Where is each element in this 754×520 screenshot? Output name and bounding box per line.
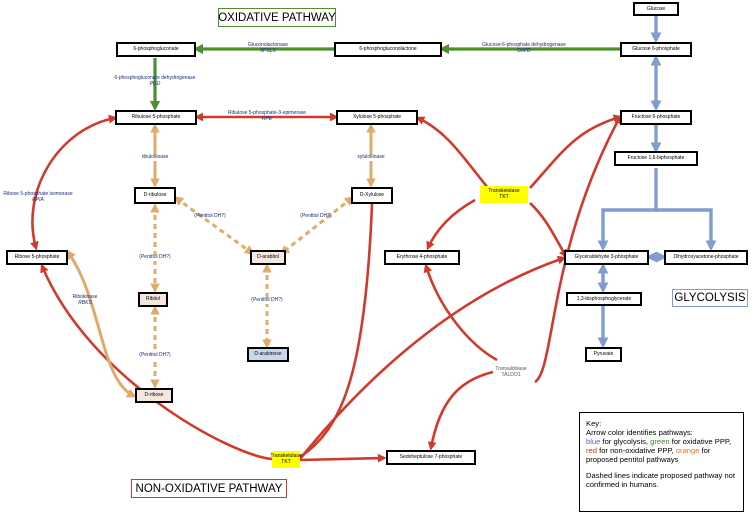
node-xylulose-5-phosphate: Xylulose 5-phosphate — [336, 110, 418, 125]
node-dihydroxyacetone-phosphate: Dihydroxyacetone-phosphate — [664, 250, 748, 265]
node-ribulose-5-phosphate: Ribulose 5-phosphate — [115, 110, 197, 125]
node-fructose-1-6-biphosphate: Fructose 1,6-biphosphate — [614, 151, 698, 166]
node-6-phosphogluconate: 6-phosphogluconate — [116, 42, 196, 57]
node-glucose: Glucose — [633, 2, 679, 16]
node-sedoheptulose-7-phosphate: Sedoheptulose 7-phosphate — [386, 450, 476, 465]
node-1-3-bisphosphoglycerate: 1,3-bisphosphoglycerate — [566, 292, 642, 306]
node-glucose-6-phosphate: Glucose 6-phosphate — [620, 42, 692, 57]
node-ribitol: Ribitol — [138, 292, 168, 307]
key-text: Key:Arrow color identifies pathways:blue… — [586, 419, 732, 465]
node-6-phosphogluconolactone: 6-phosphogluconolactone — [334, 42, 442, 57]
enzyme-pentitol-dh-ribulose-arabitol: (Pentitol DH?) — [194, 213, 226, 219]
glycolysis-arrows — [597, 16, 717, 349]
enzyme-pentitol-dh-ribulose-ribitol: (Pentitol DH?) — [139, 254, 171, 261]
enzyme-pentitol-dh-ribitol-ribose: (Pentitol DH?) — [139, 352, 171, 359]
node-ribose-5-phosphate: Ribose 5-phosphate — [6, 250, 68, 265]
glycolysis-title: GLYCOLYSIS — [672, 289, 748, 307]
node-d-ribulose: D-ribulose — [134, 187, 176, 204]
node-d-arabitol: D-arabitol — [250, 250, 286, 265]
node-d-xylulose: D-Xylulose — [351, 187, 393, 204]
enzyme-xylulokinase: xylulokinase — [357, 154, 385, 161]
node-erythrose-4-phosphate: Erythrose 4-phosphate — [384, 250, 460, 265]
non-oxidative-arrows — [30, 112, 623, 463]
node-d-arabinose: D-arabinose — [247, 347, 289, 362]
enzyme-ribulokinase: ribulokinase — [141, 154, 169, 161]
non-oxidative-pathway-title: NON-OXIDATIVE PATHWAY — [131, 479, 287, 498]
node-pyruvate: Pyruvate — [585, 347, 622, 362]
key-note: Dashed lines indicate proposed pathway n… — [586, 470, 736, 489]
oxidative-arrows — [149, 43, 620, 112]
enzyme-pentitol-dh-arabitol-arabinose: (Pentitol DH?) — [251, 297, 283, 304]
pentitol-arrows — [66, 123, 376, 398]
node-d-ribose: D-ribose — [135, 388, 173, 403]
node-fructose-6-phosphate: Fructose 6-phosphate — [620, 110, 692, 125]
legend-key: Key:Arrow color identifies pathways:blue… — [579, 412, 744, 512]
node-glyceraldehyde-3-phosphate: Glyceraldehyde 3-phosphate — [564, 250, 649, 265]
oxidative-pathway-title: OXIDATIVE PATHWAY — [218, 8, 336, 27]
enzyme-pentitol-dh-xylulose-arabitol: (Pentitol DH?) — [300, 213, 332, 219]
